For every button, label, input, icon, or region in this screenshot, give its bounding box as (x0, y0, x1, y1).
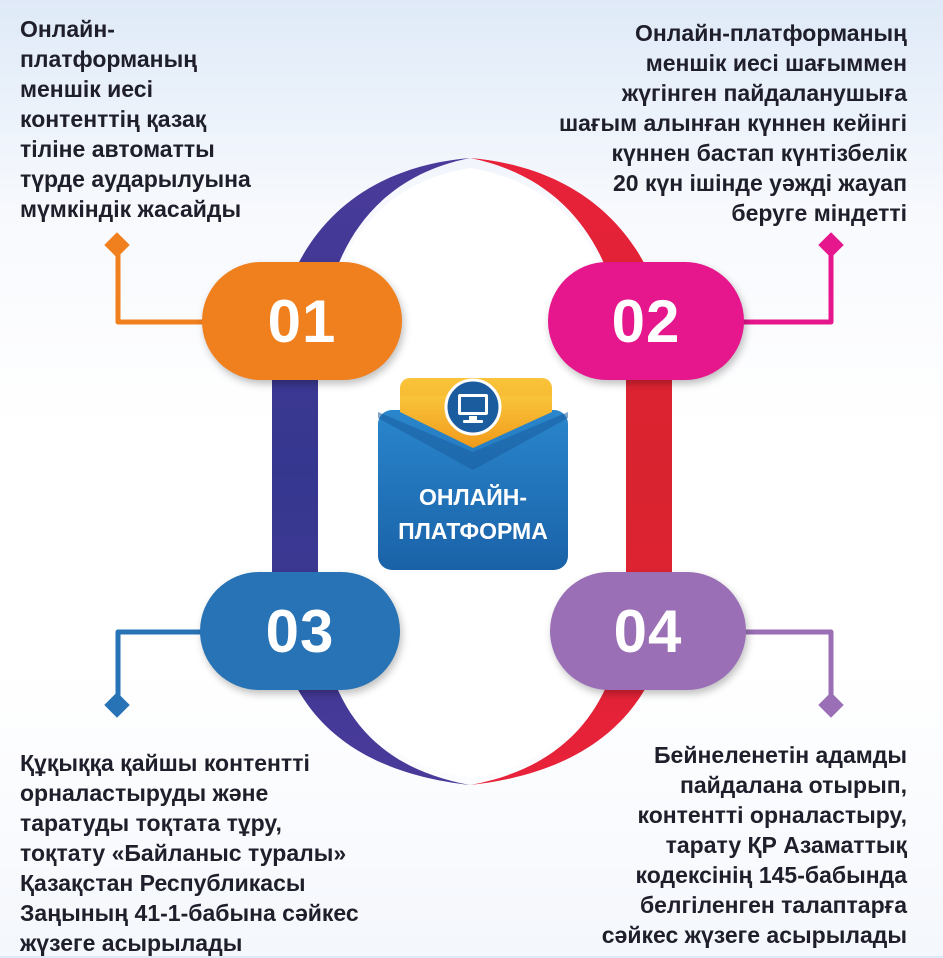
connector-01 (104, 232, 210, 325)
step-text-01-line: Онлайн- (20, 16, 115, 42)
step-text-04-line: тарату ҚР Азаматтық (665, 832, 907, 858)
step-text-03: Құқыққа қайшы контентті орналастыруды жә… (20, 748, 359, 958)
step-text-03-line: орналастыруды және (20, 780, 269, 806)
step-text-01-line: тіліне автоматты (20, 136, 215, 162)
platform-label: ОНЛАЙН- ПЛАТФОРМА (378, 480, 568, 548)
envelope-fold (378, 412, 568, 470)
step-text-04: Бейнеленетін адамды пайдалана отырып, ко… (602, 740, 907, 950)
step-text-03-line: Заңының 41-1-бабына сәйкес (20, 900, 359, 926)
step-text-04-line: пайдалана отырып, (679, 772, 907, 798)
step-text-04-line: белгіленген талаптарға (639, 892, 907, 918)
step-text-02: Онлайн-платформаның меншік иесі шағыммен… (559, 18, 907, 228)
step-text-04-line: контентті орналастыру, (637, 802, 908, 828)
step-text-02-line: меншік иесі шағыммен (645, 50, 907, 76)
step-text-03-line: Құқыққа қайшы контентті (20, 750, 310, 776)
step-text-01-line: платформаның (20, 46, 198, 72)
step-text-02-line: шағым алынған күннен кейінгі (558, 110, 907, 136)
connector-04 (740, 629, 844, 718)
step-badge-02: 02 (548, 262, 744, 380)
platform-label-line-2: ПЛАТФОРМА (398, 518, 548, 544)
step-text-01-line: контенттің қазақ (20, 106, 207, 132)
connector-02 (740, 232, 844, 325)
step-badge-03: 03 (200, 572, 400, 690)
online-platform-envelope (378, 378, 568, 570)
step-text-03-line: Қазақстан Республикасы (20, 870, 306, 896)
step-text-04-line: Бейнеленетін адамды (654, 742, 907, 768)
step-text-02-line: беруге міндетті (731, 200, 907, 226)
step-text-01: Онлайн- платформаның меншік иесі контент… (20, 14, 251, 224)
step-text-02-line: 20 күн ішінде уәжді жауап (612, 170, 907, 196)
step-text-01-line: түрде аударылуына (20, 166, 251, 192)
step-text-02-line: жүгінген пайдаланушыға (621, 80, 907, 106)
connector-03 (104, 629, 210, 718)
step-text-03-line: жүзеге асырылады (20, 930, 243, 956)
step-text-03-line: таратуды тоқтата тұру, (20, 810, 282, 836)
step-text-03-line: тоқтату «Байланыс туралы» (20, 840, 347, 866)
step-text-02-line: күннен бастап күнтізбелік (611, 140, 907, 166)
envelope-body (378, 410, 568, 570)
step-badge-01: 01 (202, 262, 402, 380)
platform-label-line-1: ОНЛАЙН- (418, 484, 528, 510)
step-text-04-line: кодексінің 145-бабында (635, 862, 907, 888)
step-text-04-line: сәйкес жүзеге асырылады (601, 922, 907, 948)
step-text-01-line: меншік иесі (20, 76, 153, 102)
step-text-02-line: Онлайн-платформаның (635, 20, 907, 46)
step-badge-04: 04 (550, 572, 746, 690)
monitor-icon (458, 394, 488, 423)
step-text-01-line: мүмкіндік жасайды (20, 196, 242, 222)
